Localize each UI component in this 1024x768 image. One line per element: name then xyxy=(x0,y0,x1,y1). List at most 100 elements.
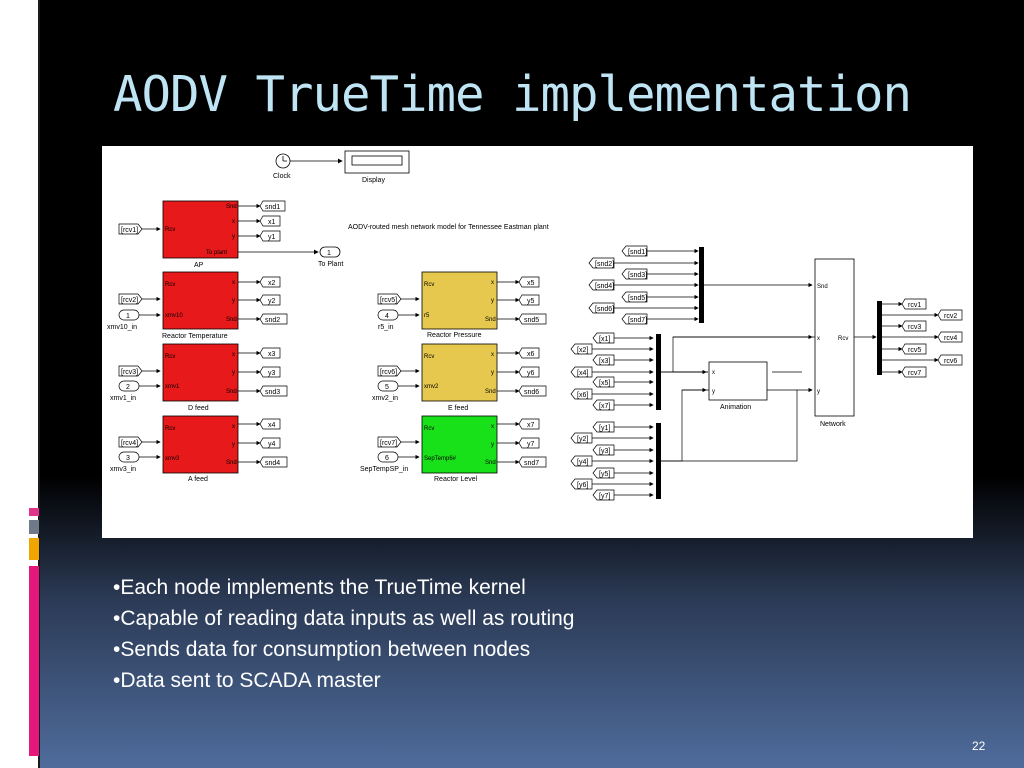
bullet-item: •Sends data for consumption between node… xyxy=(113,638,531,661)
d-feed-node[interactable]: Rcv xmv1 x y Snd D feed xyxy=(162,343,239,412)
svg-text:Snd: Snd xyxy=(226,389,237,395)
animation-block[interactable]: x y Animation xyxy=(708,361,768,411)
svg-text:[snd2]: [snd2] xyxy=(595,261,614,268)
svg-text:[rcv3]: [rcv3] xyxy=(121,369,138,376)
svg-text:xmv3: xmv3 xyxy=(165,456,180,462)
svg-text:y7: y7 xyxy=(527,441,535,448)
svg-text:[y2]: [y2] xyxy=(577,436,588,443)
svg-text:[rcv4]: [rcv4] xyxy=(121,440,138,447)
svg-text:Rcv: Rcv xyxy=(165,227,175,233)
snd-mux[interactable] xyxy=(699,247,704,323)
svg-text:Snd: Snd xyxy=(226,460,237,466)
svg-text:Animation: Animation xyxy=(720,404,751,411)
svg-text:y: y xyxy=(491,370,494,376)
svg-text:[rcv7]: [rcv7] xyxy=(380,440,397,447)
reactor-pressure-node[interactable]: Rcv r5 x y Snd Reactor Pressure xyxy=(421,271,498,339)
svg-text:xmv1_in: xmv1_in xyxy=(110,395,136,402)
accent-bar-pink xyxy=(29,508,39,516)
svg-text:y5: y5 xyxy=(527,298,535,305)
svg-text:snd1: snd1 xyxy=(265,204,280,211)
rcv-demux[interactable] xyxy=(877,301,882,375)
to-plant-number: 1 xyxy=(327,250,331,257)
svg-text:E feed: E feed xyxy=(448,405,468,412)
svg-text:SepTemp6#: SepTemp6# xyxy=(424,456,457,462)
svg-text:[x5]: [x5] xyxy=(599,380,610,387)
svg-text:Rcv: Rcv xyxy=(424,354,434,360)
svg-text:snd6: snd6 xyxy=(524,389,539,396)
svg-text:[snd4]: [snd4] xyxy=(595,283,614,290)
svg-text:y: y xyxy=(491,442,494,448)
ap-label: AP xyxy=(194,262,204,269)
svg-text:[y1]: [y1] xyxy=(599,425,610,432)
y-mux[interactable] xyxy=(656,423,661,499)
svg-text:xmv3_in: xmv3_in xyxy=(110,466,136,473)
ap-node[interactable]: Rcv Snd x y To plant AP xyxy=(162,200,239,269)
svg-text:Rcv: Rcv xyxy=(838,336,848,342)
e-feed-node[interactable]: Rcv xmv2 x y Snd E feed xyxy=(421,343,498,412)
svg-text:[snd7]: [snd7] xyxy=(628,317,647,324)
svg-text:x: x xyxy=(712,370,715,376)
svg-text:rcv3: rcv3 xyxy=(908,324,921,331)
reactor-temperature-node[interactable]: Rcv xmv10 x y Snd Reactor Temperature xyxy=(162,271,239,340)
left-white-strip xyxy=(0,0,40,768)
svg-text:Snd: Snd xyxy=(817,284,828,290)
svg-text:[x2]: [x2] xyxy=(577,347,588,354)
svg-text:snd4: snd4 xyxy=(265,460,280,467)
svg-text:y: y xyxy=(232,234,235,240)
reactor-level-node[interactable]: Rcv SepTemp6# x y Snd Reactor Level xyxy=(421,415,498,483)
svg-text:y: y xyxy=(817,389,820,395)
svg-text:[snd1]: [snd1] xyxy=(628,249,647,256)
display-block[interactable] xyxy=(344,150,410,174)
to-plant-outport[interactable] xyxy=(319,246,341,258)
svg-text:[y6]: [y6] xyxy=(577,482,588,489)
svg-text:[y4]: [y4] xyxy=(577,459,588,466)
svg-text:rcv5: rcv5 xyxy=(908,347,921,354)
svg-text:[rcv6]: [rcv6] xyxy=(380,369,397,376)
svg-text:x4: x4 xyxy=(268,422,276,429)
svg-text:Network: Network xyxy=(820,421,846,428)
svg-text:2: 2 xyxy=(126,384,130,391)
svg-text:y: y xyxy=(232,298,235,304)
svg-text:D feed: D feed xyxy=(188,405,209,412)
svg-text:[y7]: [y7] xyxy=(599,493,610,500)
svg-text:xmv10: xmv10 xyxy=(165,313,183,319)
svg-text:snd2: snd2 xyxy=(265,317,280,324)
svg-text:y4: y4 xyxy=(268,441,276,448)
svg-text:x1: x1 xyxy=(268,219,276,226)
svg-text:x: x xyxy=(232,424,235,430)
svg-text:y3: y3 xyxy=(268,370,276,377)
bullet-list: •Each node implements the TrueTime kerne… xyxy=(113,572,574,696)
svg-text:Rcv: Rcv xyxy=(165,354,175,360)
network-block[interactable]: Snd x y Rcv Network xyxy=(814,258,855,428)
svg-text:[y3]: [y3] xyxy=(599,448,610,455)
display-label: Display xyxy=(362,177,385,184)
svg-text:[snd5]: [snd5] xyxy=(628,295,647,302)
svg-text:y: y xyxy=(232,370,235,376)
svg-text:xmv2_in: xmv2_in xyxy=(372,395,398,402)
svg-text:y6: y6 xyxy=(527,370,535,377)
svg-text:x: x xyxy=(817,336,820,342)
simulink-diagram-panel: Clock Display AODV-routed mesh network m… xyxy=(102,146,973,538)
svg-text:rcv2: rcv2 xyxy=(944,313,957,320)
svg-text:Reactor Temperature: Reactor Temperature xyxy=(162,333,228,340)
a-feed-node[interactable]: Rcv xmv3 x y Snd A feed xyxy=(162,415,239,483)
svg-text:x5: x5 xyxy=(527,280,535,287)
svg-text:x: x xyxy=(232,219,235,225)
x-mux[interactable] xyxy=(656,334,661,410)
svg-text:x7: x7 xyxy=(527,422,535,429)
svg-text:1: 1 xyxy=(126,313,130,320)
svg-text:Snd: Snd xyxy=(226,204,237,210)
svg-text:Reactor Pressure: Reactor Pressure xyxy=(427,332,482,339)
svg-text:y: y xyxy=(712,389,715,395)
svg-text:[x6]: [x6] xyxy=(577,392,588,399)
svg-text:Rcv: Rcv xyxy=(424,426,434,432)
svg-text:snd7: snd7 xyxy=(524,460,539,467)
svg-text:x: x xyxy=(491,352,494,358)
simulink-diagram: Clock Display AODV-routed mesh network m… xyxy=(107,150,963,501)
svg-text:rcv6: rcv6 xyxy=(944,358,957,365)
model-caption: AODV-routed mesh network model for Tenne… xyxy=(348,224,549,231)
to-plant-label: To Plant xyxy=(318,261,343,268)
svg-text:[snd6]: [snd6] xyxy=(595,306,614,313)
svg-text:5: 5 xyxy=(385,384,389,391)
svg-text:Snd: Snd xyxy=(226,317,237,323)
